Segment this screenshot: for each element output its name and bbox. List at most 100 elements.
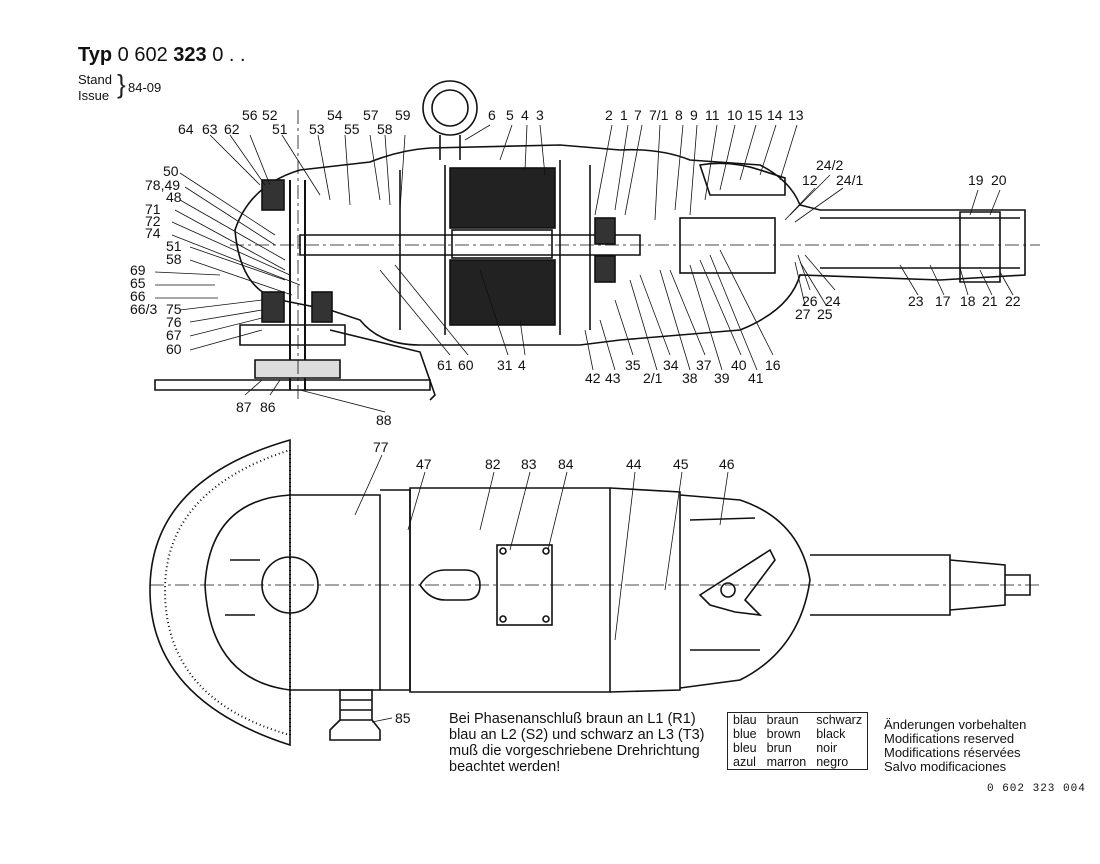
part-label: 17 [935, 293, 951, 309]
title-part1: 0 602 [117, 44, 168, 66]
part-label: 42 [585, 370, 601, 386]
part-label: 74 [145, 225, 161, 241]
part-label: 12 [802, 172, 818, 188]
part-label: 66 [130, 288, 146, 304]
table-cell: black [816, 727, 846, 741]
part-label: 46 [719, 456, 735, 472]
table-row: azul marron negro [728, 755, 868, 770]
part-label: 84 [558, 456, 574, 472]
note-line: muß die vorgeschriebene Drehrichtung [449, 743, 700, 759]
part-label: 51 [166, 238, 182, 254]
part-label: 66/3 [130, 301, 157, 317]
table-cell: schwarz [816, 713, 863, 727]
part-label: 4 [518, 357, 526, 373]
part-label: 58 [377, 121, 393, 137]
part-label: 41 [748, 370, 764, 386]
table-row: blau braun schwarz [728, 713, 868, 728]
part-label: 75 [166, 301, 182, 317]
stand-label: Stand [78, 72, 112, 87]
part-label: 16 [765, 357, 781, 373]
part-label: 8 [675, 107, 683, 123]
part-label: 13 [788, 107, 804, 123]
table-cell: bleu [733, 741, 757, 755]
part-label: 22 [1005, 293, 1021, 309]
issue-brace: } [117, 69, 126, 99]
part-label: 10 [727, 107, 743, 123]
side-view [154, 80, 1040, 401]
part-label: 82 [485, 456, 501, 472]
part-label: 78,49 [145, 177, 180, 193]
part-label: 59 [395, 107, 411, 123]
part-label: 4 [521, 107, 529, 123]
part-label: 38 [682, 370, 698, 386]
table-cell: blue [733, 727, 757, 741]
note-line: beachtet werden! [449, 759, 561, 775]
part-label: 3 [536, 107, 544, 123]
part-label: 7/1 [649, 107, 669, 123]
part-label: 19 [968, 172, 984, 188]
part-label: 1 [620, 107, 628, 123]
part-label: 35 [625, 357, 641, 373]
phase-connection-note: Bei Phasenanschluß braun an L1 (R1) blau… [449, 711, 705, 775]
table-row: blue brown black [728, 727, 868, 741]
part-label: 60 [166, 341, 182, 357]
part-label: 77 [373, 439, 389, 455]
part-label: 21 [982, 293, 998, 309]
title-part2: 323 [173, 44, 207, 66]
part-label: 31 [497, 357, 513, 373]
issue-labels: Stand Issue [78, 72, 112, 104]
part-label: 39 [714, 370, 730, 386]
part-label: 54 [327, 107, 343, 123]
table-cell: blau [733, 713, 757, 727]
part-label: 60 [458, 357, 474, 373]
part-label: 87 [236, 399, 252, 415]
part-label: 43 [605, 370, 621, 386]
part-label: 50 [163, 163, 179, 179]
table-row: bleu brun noir [728, 741, 868, 755]
table-cell: braun [766, 713, 799, 727]
table-cell: noir [816, 741, 838, 755]
part-label: 2/1 [643, 370, 663, 386]
part-label: 63 [202, 121, 218, 137]
part-label: 57 [363, 107, 379, 123]
issue-label: Issue [78, 88, 110, 103]
part-label: 27 [795, 306, 811, 322]
part-label: 55 [344, 121, 360, 137]
part-label: 51 [272, 121, 288, 137]
part-label: 37 [696, 357, 712, 373]
part-label: 18 [960, 293, 976, 309]
modifications-line: Änderungen vorbehalten [884, 717, 1027, 732]
title-part3: 0 . . [212, 44, 246, 66]
part-label: 40 [731, 357, 747, 373]
part-label: 62 [224, 121, 240, 137]
part-label: 20 [991, 172, 1007, 188]
part-label: 26 [802, 293, 818, 309]
part-label: 24 [825, 293, 841, 309]
table-cell: brown [766, 727, 801, 741]
part-label: 6 [488, 107, 496, 123]
part-label: 53 [309, 121, 325, 137]
part-label: 44 [626, 456, 642, 472]
wire-color-table: blau braun schwarz blue brown black bleu… [727, 712, 869, 770]
title-prefix: Typ [78, 44, 113, 66]
modifications-line: Modifications réservées [884, 745, 1021, 760]
part-label: 52 [262, 107, 278, 123]
issue-date: 84-09 [128, 80, 162, 95]
part-label: 7 [634, 107, 642, 123]
part-label: 71 [145, 201, 161, 217]
part-label: 23 [908, 293, 924, 309]
part-label: 45 [673, 456, 689, 472]
part-label: 85 [395, 710, 411, 726]
part-label: 58 [166, 251, 182, 267]
part-label: 9 [690, 107, 698, 123]
modifications-line: Salvo modificaciones [884, 759, 1007, 774]
part-label: 48 [166, 189, 182, 205]
part-label: 72 [145, 213, 161, 229]
part-label: 64 [178, 121, 194, 137]
part-label: 76 [166, 314, 182, 330]
document-number: 0 602 323 004 [987, 783, 1086, 795]
part-label: 24/1 [836, 172, 863, 188]
part-label: 2 [605, 107, 613, 123]
part-label: 88 [376, 412, 392, 428]
